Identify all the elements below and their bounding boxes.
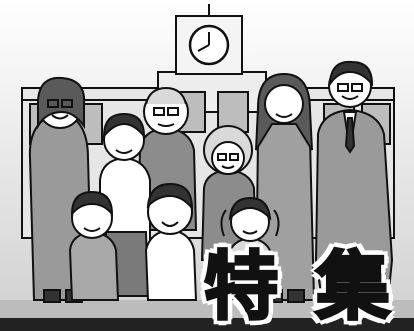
father-in-suit-figure [314,60,394,301]
small-girl-figure [220,196,280,301]
small-boy-figure [68,190,120,301]
boy-figure [144,182,198,301]
bottom-bar [0,318,414,331]
feature-title-box: 特 集 [200,243,400,331]
clock-icon [188,24,230,66]
feature-title: 特 集 [203,243,396,331]
